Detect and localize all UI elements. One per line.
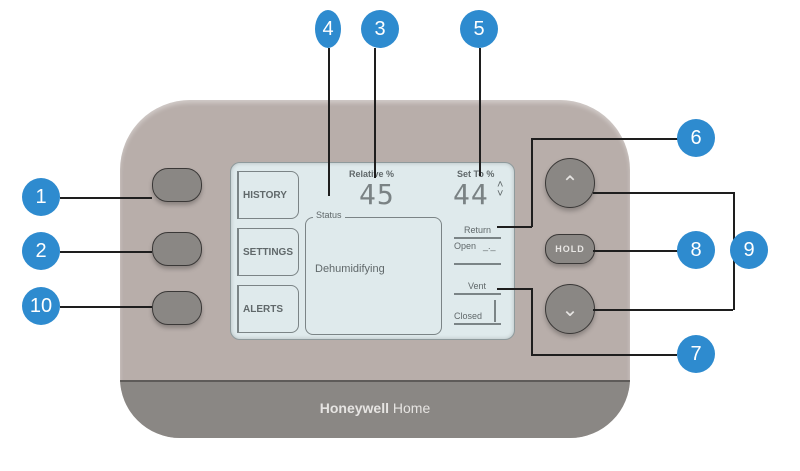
brand-logo: Honeywell Home — [319, 400, 431, 416]
alerts-hardware-button[interactable] — [152, 291, 202, 325]
callout-line-4 — [328, 48, 330, 196]
callout-line-9b — [593, 309, 733, 311]
status-text: Dehumidifying — [315, 263, 385, 275]
callout-line-9a — [593, 192, 733, 194]
divider — [454, 293, 501, 295]
callout-8: 8 — [677, 231, 715, 269]
setpoint-label: Set To % — [457, 169, 495, 179]
callout-line-6c — [497, 226, 532, 228]
return-state: Open — [454, 241, 477, 251]
callout-6: 6 — [677, 119, 715, 157]
callout-3: 3 — [361, 10, 399, 48]
chevron-up-icon: ⌃ — [561, 172, 579, 195]
callout-1: 1 — [22, 178, 60, 216]
divider — [454, 263, 501, 265]
up-button[interactable]: ⌃ — [545, 158, 595, 208]
callout-line-5 — [479, 48, 481, 176]
callout-line-6a — [532, 138, 678, 140]
relative-humidity-value: 45 — [359, 178, 395, 211]
return-indicator: _._ — [483, 241, 496, 251]
callout-4: 4 — [315, 10, 341, 48]
callout-line-3 — [374, 48, 376, 178]
chevron-down-icon: ⌄ — [561, 298, 579, 321]
callout-line-10 — [60, 306, 152, 308]
status-label: Status — [313, 210, 345, 220]
status-box — [305, 217, 442, 335]
callout-5: 5 — [460, 10, 498, 48]
setpoint-arrows-icon: ˄˅ — [497, 179, 504, 200]
divider — [454, 323, 501, 325]
vent-state: Closed — [454, 311, 483, 321]
divider — [454, 237, 501, 239]
screen-history-label: HISTORY — [237, 171, 299, 219]
callout-7: 7 — [677, 335, 715, 373]
down-button[interactable]: ⌄ — [545, 284, 595, 334]
callout-line-7a — [497, 288, 532, 290]
callout-line-7b — [531, 288, 533, 354]
hold-button[interactable]: HOLD — [545, 234, 595, 264]
callout-10: 10 — [22, 287, 60, 325]
return-label: Return — [464, 225, 492, 235]
callout-line-6b — [531, 138, 533, 227]
lcd-screen: HISTORY SETTINGS ALERTS Relative % 45 Se… — [230, 162, 515, 340]
device-base — [120, 380, 630, 438]
settings-hardware-button[interactable] — [152, 232, 202, 266]
callout-2: 2 — [22, 232, 60, 270]
screen-settings-label: SETTINGS — [237, 228, 299, 276]
callout-line-7c — [531, 354, 677, 356]
callout-9: 9 — [730, 231, 768, 269]
vent-label: Vent — [468, 281, 487, 291]
history-hardware-button[interactable] — [152, 168, 202, 202]
setpoint-value: 44 — [453, 178, 489, 211]
callout-line-2 — [60, 251, 152, 253]
relative-humidity-label: Relative % — [349, 169, 395, 179]
screen-alerts-label: ALERTS — [237, 285, 299, 333]
callout-line-8 — [593, 250, 678, 252]
callout-line-1 — [60, 197, 152, 199]
vent-indicator — [494, 300, 496, 322]
